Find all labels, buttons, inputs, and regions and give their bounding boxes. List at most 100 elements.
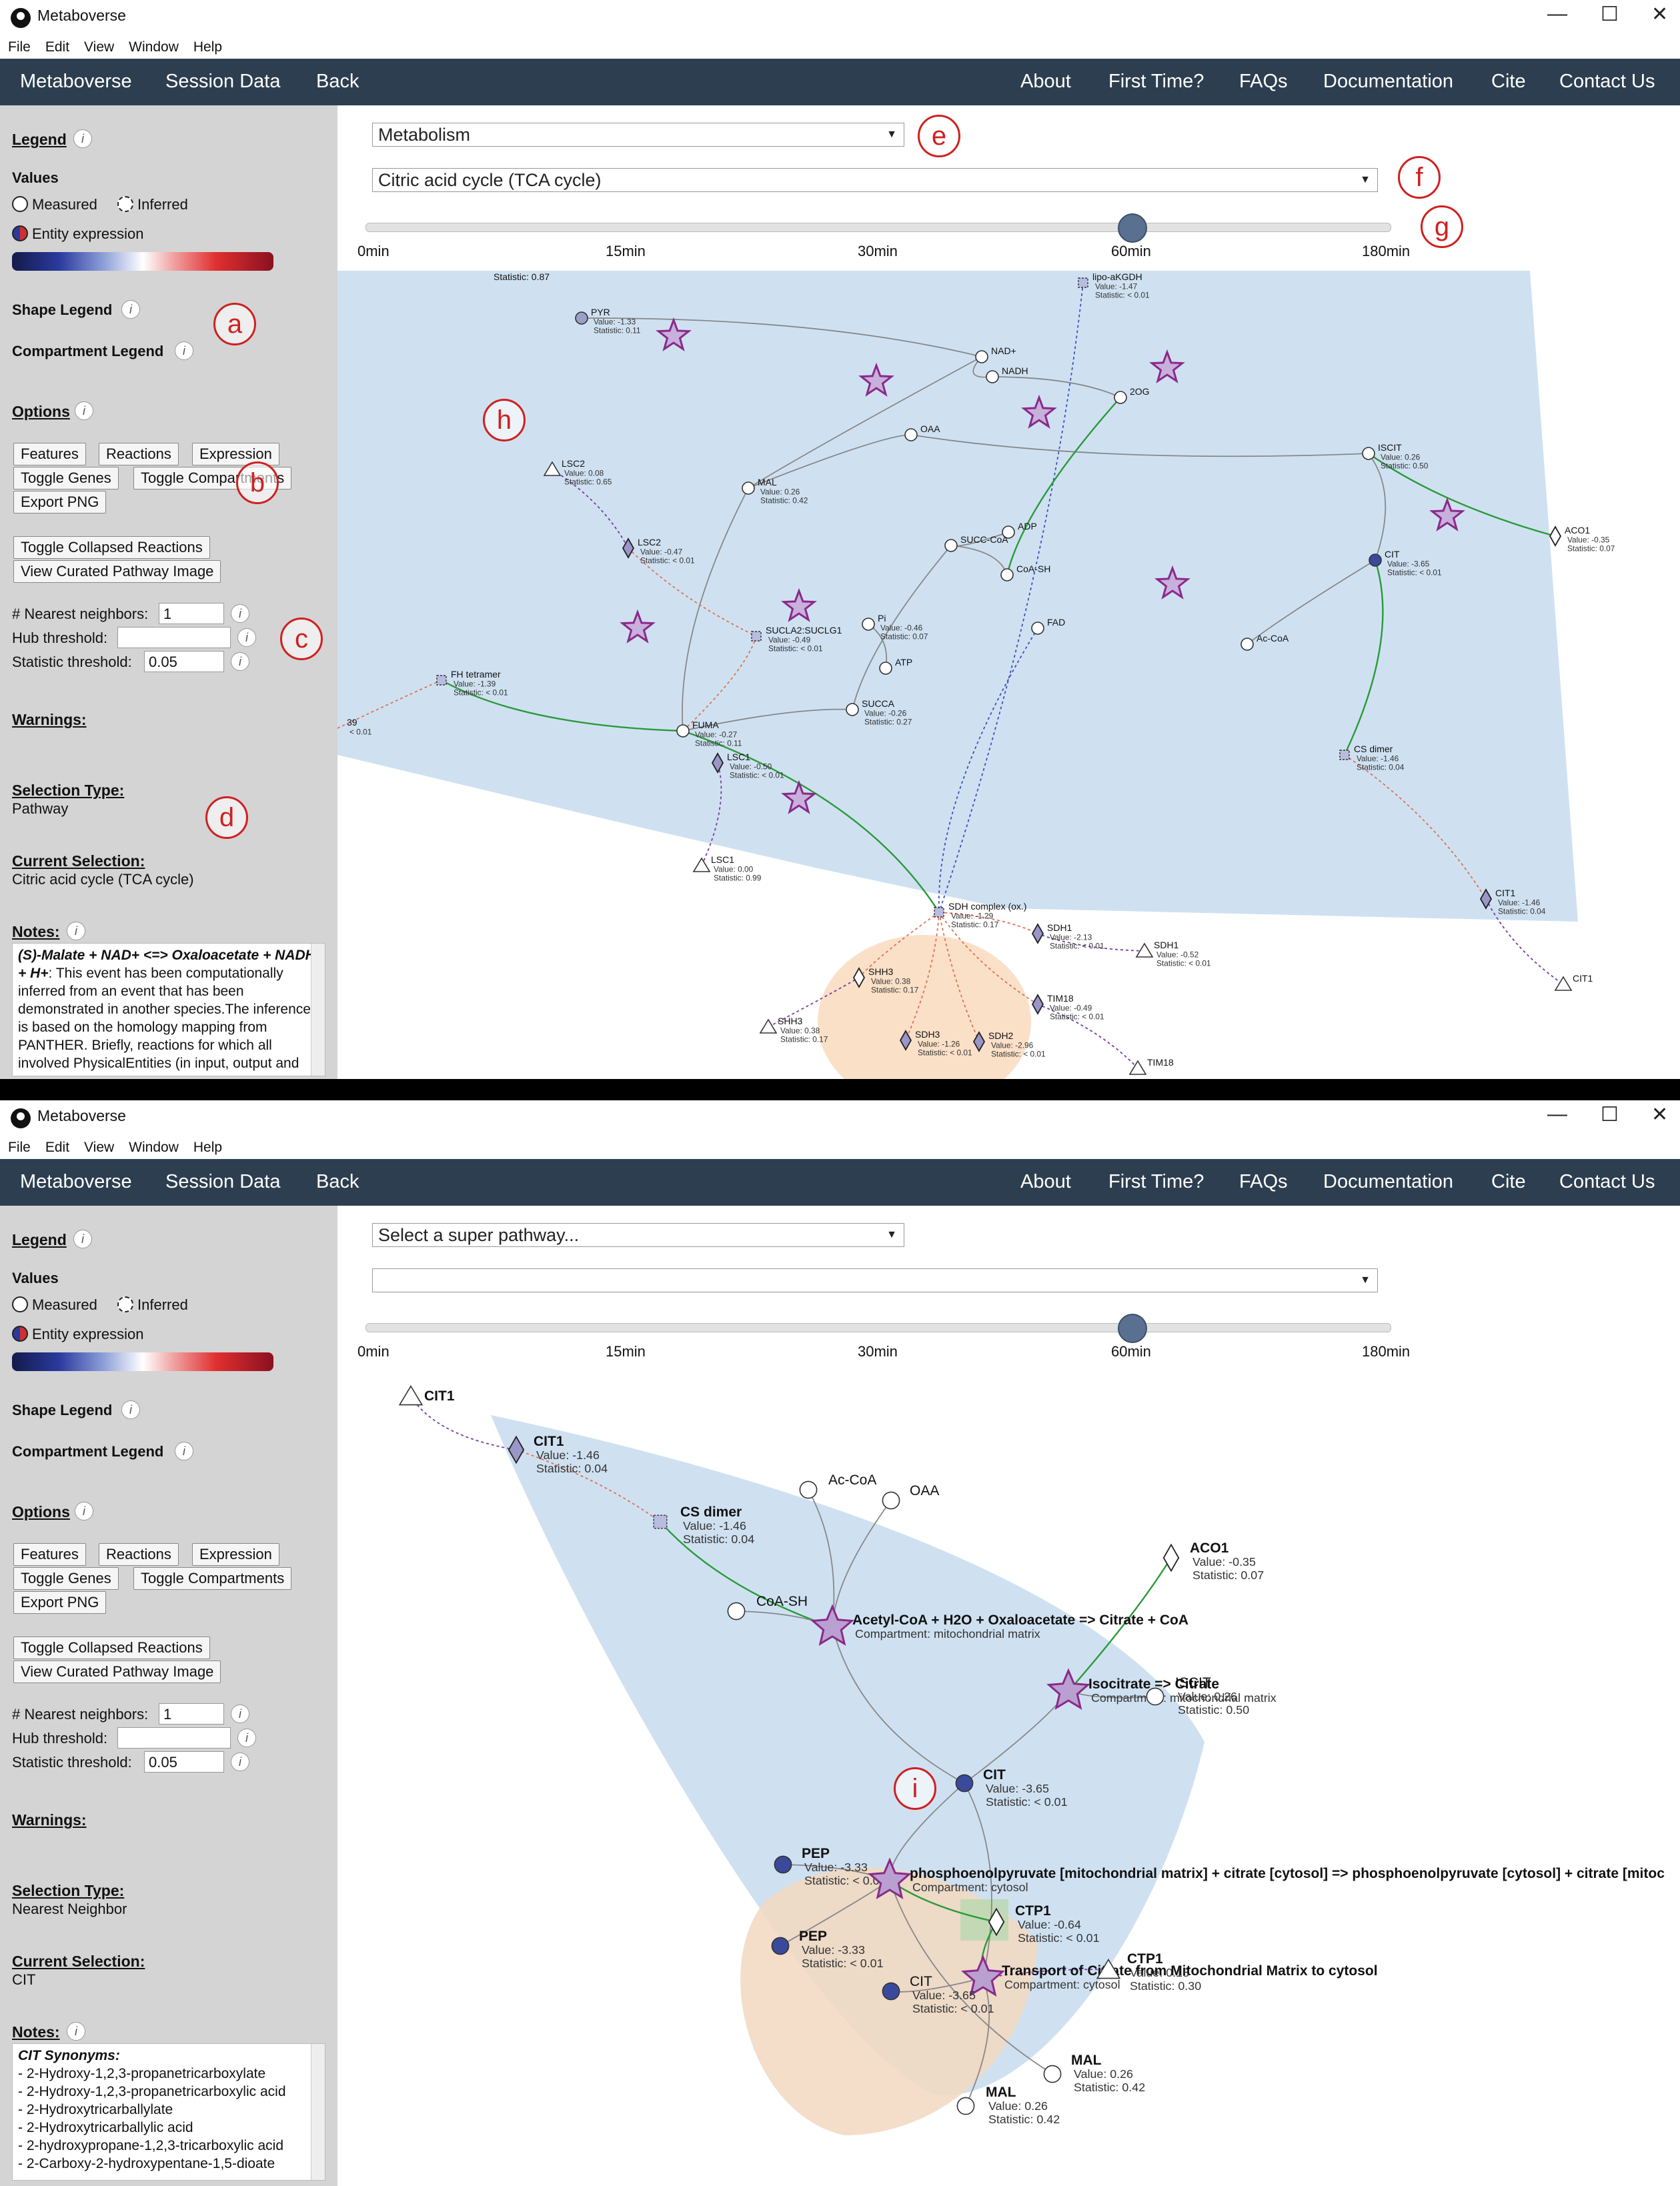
options-info-icon[interactable]: i: [75, 1502, 93, 1520]
view-curated-pathway-button[interactable]: View Curated Pathway Image: [13, 560, 221, 583]
notes-info-icon[interactable]: i: [67, 922, 85, 940]
nav-contact-us[interactable]: Contact Us: [1559, 1171, 1655, 1192]
menu-file[interactable]: File: [8, 1140, 31, 1155]
legend-info-icon[interactable]: i: [73, 1230, 92, 1248]
legend-info-icon[interactable]: i: [73, 129, 92, 148]
node-ac-coa[interactable]: Ac-CoA: [799, 1472, 876, 1499]
hub-threshold-input[interactable]: [117, 1727, 231, 1749]
nav-session-data[interactable]: Session Data: [165, 71, 281, 92]
node-phosphoenolpyruvate-mitochondrial-matrix[interactable]: phosphoenolpyruvate [mitochondrial matri…: [868, 1857, 1665, 1900]
minimize-button[interactable]: —: [1547, 3, 1567, 25]
reaction-star-icon[interactable]: [858, 362, 894, 397]
nav-back[interactable]: Back: [316, 1171, 359, 1192]
toggle-genes-button[interactable]: Toggle Genes: [13, 1567, 119, 1590]
reaction-star-icon[interactable]: [781, 780, 817, 814]
notes-scrollbar[interactable]: [311, 2044, 325, 2180]
node-succ-coa[interactable]: SUCC-CoA: [944, 534, 1008, 552]
time-slider-knob[interactable]: [1118, 213, 1147, 243]
export-png-button[interactable]: Export PNG: [13, 1591, 107, 1614]
close-button[interactable]: ✕: [1651, 1104, 1669, 1126]
time-slider-knob[interactable]: [1118, 1314, 1147, 1343]
statistic-threshold-info-icon[interactable]: i: [231, 1753, 249, 1771]
nav-faqs[interactable]: FAQs: [1239, 71, 1288, 92]
reactions-button[interactable]: Reactions: [99, 443, 179, 465]
hub-threshold-input[interactable]: [117, 627, 231, 648]
node-atp[interactable]: ATP: [879, 657, 912, 675]
shape-legend-info-icon[interactable]: i: [121, 1400, 140, 1419]
nav-back[interactable]: Back: [316, 71, 359, 92]
toggle-collapsed-reactions-button[interactable]: Toggle Collapsed Reactions: [13, 536, 210, 559]
node-tim18[interactable]: TIM18: [1128, 1057, 1174, 1075]
nav-cite[interactable]: Cite: [1491, 1171, 1526, 1192]
nav-first-time[interactable]: First Time?: [1108, 71, 1204, 92]
reaction-star-icon[interactable]: [1021, 394, 1057, 429]
reaction-star-icon[interactable]: [961, 1955, 1005, 1997]
nav-cite[interactable]: Cite: [1491, 71, 1526, 92]
reaction-star-icon[interactable]: [620, 609, 656, 644]
features-button[interactable]: Features: [13, 1543, 86, 1566]
maximize-button[interactable]: ☐: [1601, 3, 1619, 25]
nav-documentation[interactable]: Documentation: [1323, 71, 1454, 92]
menu-file[interactable]: File: [8, 39, 31, 55]
reaction-star-icon[interactable]: [656, 317, 692, 351]
expression-button[interactable]: Expression: [192, 443, 279, 465]
nav-metaboverse[interactable]: Metaboverse: [20, 1171, 132, 1192]
features-button[interactable]: Features: [13, 443, 86, 465]
nav-first-time[interactable]: First Time?: [1108, 1171, 1204, 1192]
toggle-genes-button[interactable]: Toggle Genes: [13, 467, 119, 489]
nearest-neighbors-info-icon[interactable]: i: [231, 604, 249, 623]
nav-contact-us[interactable]: Contact Us: [1559, 71, 1655, 92]
node-coa-sh[interactable]: CoA-SH: [1000, 564, 1050, 582]
menu-window[interactable]: Window: [129, 39, 179, 55]
compartment-legend-info-icon[interactable]: i: [175, 1442, 193, 1460]
node-39[interactable]: 39< 0.01: [347, 717, 372, 736]
nav-faqs[interactable]: FAQs: [1239, 1171, 1288, 1192]
menu-edit[interactable]: Edit: [45, 1140, 70, 1155]
statistic-threshold-input[interactable]: 0.05: [144, 651, 224, 672]
notes-box[interactable]: (S)-Malate + NAD+ <=> Oxaloacetate + NAD…: [12, 943, 325, 1076]
nav-about[interactable]: About: [1020, 71, 1071, 92]
nav-metaboverse[interactable]: Metaboverse: [20, 71, 132, 92]
reaction-star-icon[interactable]: [1149, 349, 1185, 383]
nav-session-data[interactable]: Session Data: [165, 1171, 281, 1192]
toggle-compartments-button[interactable]: Toggle Compartments: [133, 1567, 292, 1590]
notes-box[interactable]: CIT Synonyms: - 2-Hydroxy-1,2,3-propanet…: [12, 2043, 325, 2181]
toggle-collapsed-reactions-button[interactable]: Toggle Collapsed Reactions: [13, 1636, 210, 1659]
view-curated-pathway-button[interactable]: View Curated Pathway Image: [13, 1661, 221, 1683]
minimize-button[interactable]: —: [1547, 1103, 1567, 1125]
node-nadh[interactable]: NADH: [986, 365, 1028, 383]
node-nad[interactable]: NAD+: [975, 345, 1016, 363]
reaction-star-icon[interactable]: [1154, 565, 1190, 600]
hub-threshold-info-icon[interactable]: i: [237, 628, 256, 647]
reactions-button[interactable]: Reactions: [99, 1543, 179, 1566]
node-oaa[interactable]: OAA: [882, 1483, 939, 1510]
node-cit1[interactable]: CIT1: [1554, 973, 1593, 991]
expression-button[interactable]: Expression: [192, 1543, 279, 1566]
